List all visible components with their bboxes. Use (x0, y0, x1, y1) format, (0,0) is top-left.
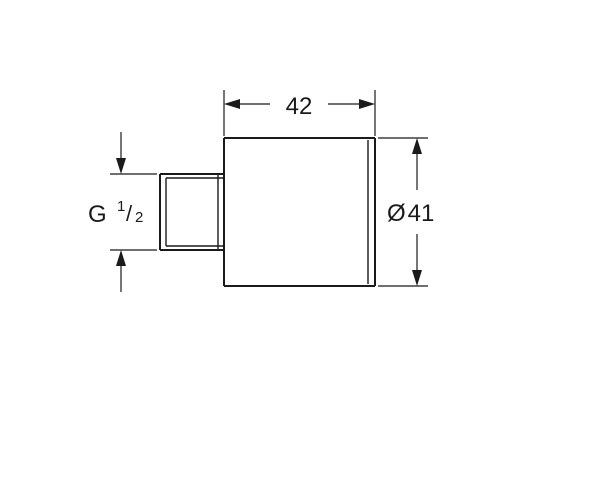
arrowhead-bottom (412, 270, 422, 286)
diameter-label: Ø41 (387, 200, 434, 227)
arrowhead-down (116, 158, 126, 174)
arrowhead-left (224, 99, 240, 109)
thread-denominator: 2 (135, 209, 143, 226)
arrowhead-up (116, 250, 126, 266)
arrowhead-right (359, 99, 375, 109)
thread-numerator: 1 (117, 198, 125, 215)
thread-slash: / (126, 201, 133, 226)
arrowhead-top (412, 138, 422, 154)
width-value: 42 (286, 93, 313, 120)
threaded-connector (159, 173, 224, 251)
thread-label: G (88, 201, 107, 228)
width-dimension: 42 (223, 90, 376, 136)
thread-prefix: G (88, 201, 107, 228)
diameter-dimension: Ø41 (378, 137, 434, 287)
diameter-value: 41 (408, 200, 435, 227)
cylinder-body (223, 137, 376, 287)
thread-dimension: G 1 / 2 (88, 132, 157, 292)
diameter-symbol: Ø (387, 200, 406, 227)
